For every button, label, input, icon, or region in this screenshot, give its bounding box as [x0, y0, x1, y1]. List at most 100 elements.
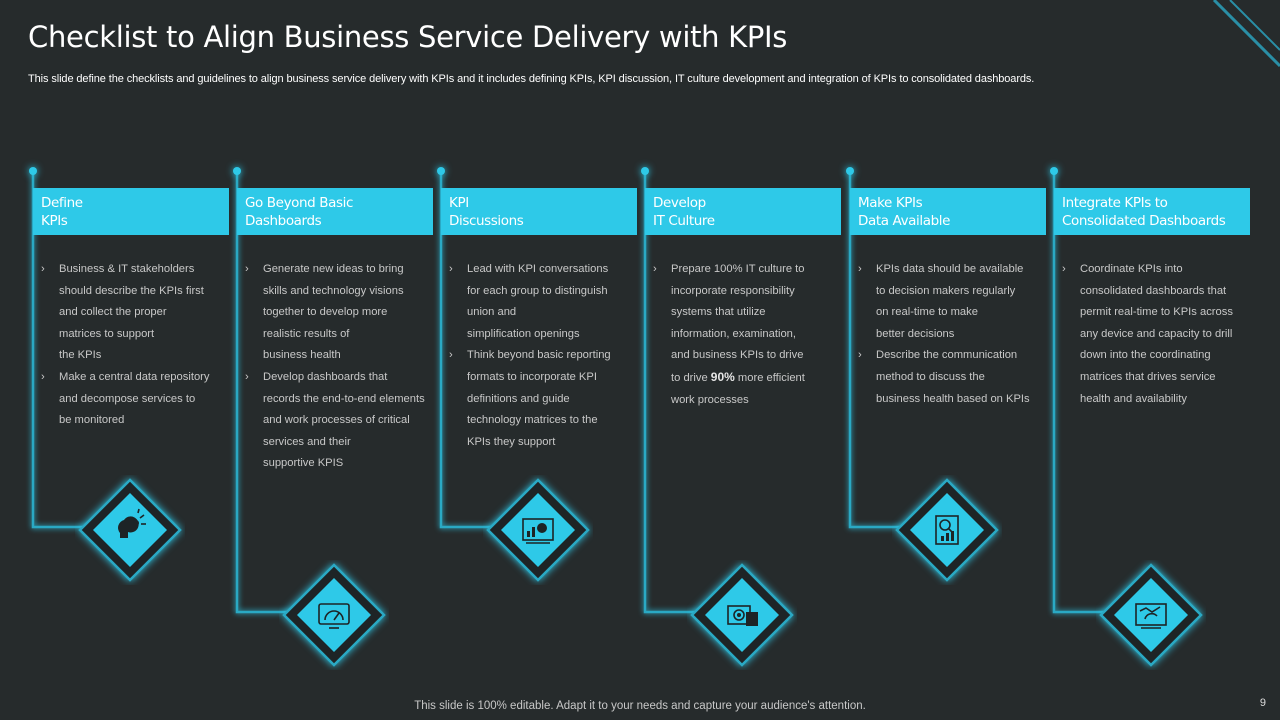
bullet-line: realistic results of — [263, 327, 350, 340]
highlight-suffix: more efficient — [734, 371, 805, 384]
highlight-value: 90% — [710, 369, 735, 384]
timeline-dot — [846, 167, 854, 175]
bullet-item: Generate new ideas to bring skills and te… — [243, 259, 425, 367]
bullet-line: Lead with KPI conversations — [467, 263, 609, 275]
step-header-line: Define — [41, 195, 83, 211]
bullet-line: be monitored — [59, 414, 125, 427]
timeline-dot — [641, 167, 649, 175]
bullet-line: permit real-time to KPIs across — [1080, 306, 1233, 319]
step-bullet-list: Business & IT stakeholders should describ… — [39, 259, 210, 432]
step-header-line: Integrate KPIs to — [1062, 195, 1168, 211]
bullet-line: formats to incorporate KPI — [467, 370, 597, 383]
bullet-line: matrices that drives service — [1080, 370, 1216, 383]
corner-decoration — [1212, 0, 1280, 68]
step-bullet-list: Generate new ideas to bring skills and te… — [243, 259, 425, 475]
step-header: KPI Discussions — [441, 188, 637, 235]
bullet-line: records the end-to-end elements — [263, 392, 425, 405]
step-header-line: Consolidated Dashboards — [1062, 213, 1226, 229]
bullet-item: Lead with KPI conversations for each grou… — [447, 259, 611, 345]
bullet-line: simplification openings — [467, 327, 580, 340]
bullet-item: Prepare 100% IT culture to incorporate re… — [651, 259, 805, 411]
bullet-line: definitions and guide — [467, 392, 570, 405]
bullet-item: Make a central data repository and decomp… — [39, 367, 210, 432]
bullet-line: KPIs they support — [467, 435, 556, 448]
step-header: Integrate KPIs to Consolidated Dashboards — [1054, 188, 1250, 235]
bullet-item: Think beyond basic reporting formats to i… — [447, 345, 611, 453]
step-header-line: KPI — [449, 195, 469, 211]
step-header-line: KPIs — [41, 213, 68, 229]
bullet-line: Make a central data repository — [59, 370, 210, 383]
bullet-line: supportive KPIS — [263, 457, 344, 470]
step-header-line: Data Available — [858, 213, 951, 229]
timeline-dot — [1050, 167, 1058, 175]
bullet-line: and decompose services to — [59, 392, 196, 405]
bullet-line: Generate new ideas to bring — [263, 263, 404, 275]
bullet-line: union and — [467, 306, 517, 319]
bullet-line: skills and technology visions — [263, 284, 404, 297]
bullet-line: Describe the communication — [876, 349, 1018, 362]
bullet-line: any device and capacity to drill — [1080, 327, 1233, 340]
bullet-line: services and their — [263, 435, 351, 448]
timeline-dot — [233, 167, 241, 175]
bullet-line: business health — [263, 349, 341, 362]
bullet-line: work processes — [671, 393, 749, 406]
footer-note: This slide is 100% editable. Adapt it to… — [414, 700, 866, 712]
slide-subtitle: This slide define the checklists and gui… — [28, 73, 1035, 85]
bullet-line: information, examination, — [671, 327, 796, 340]
bullet-item: KPIs data should be available to decision… — [856, 259, 1030, 345]
bullet-line: on real-time to make — [876, 306, 978, 319]
step-header-line: Dashboards — [245, 213, 322, 229]
step-header-line: Go Beyond Basic — [245, 195, 353, 211]
bullet-line: matrices to support — [59, 327, 155, 340]
bullet-line: Develop dashboards that — [263, 370, 388, 383]
step-header-line: Make KPIs — [858, 195, 923, 211]
bullet-line: technology matrices to the — [467, 414, 598, 427]
bullet-line: Business & IT stakeholders — [59, 263, 195, 275]
bullet-item: Business & IT stakeholders should describ… — [39, 259, 210, 367]
bullet-line: better decisions — [876, 327, 955, 340]
step-bullet-list: Lead with KPI conversations for each grou… — [447, 259, 611, 453]
bullet-line: method to discuss the — [876, 370, 985, 383]
bullet-item: Develop dashboards that records the end-t… — [243, 367, 425, 475]
step-header: Develop IT Culture — [645, 188, 841, 235]
step-header-line: Discussions — [449, 213, 524, 229]
step-header-line: Develop — [653, 195, 706, 211]
idea-profile-icon — [78, 478, 182, 582]
dashboard-board-icon — [1099, 563, 1203, 667]
timeline-dot — [29, 167, 37, 175]
bullet-line: Think beyond basic reporting — [467, 349, 611, 362]
culture-settings-icon — [690, 563, 794, 667]
bullet-line: and work processes of critical — [263, 414, 410, 427]
step-bullet-list: Prepare 100% IT culture to incorporate re… — [651, 259, 805, 411]
highlight-line: to drive 90% more efficient — [671, 367, 805, 390]
bullet-item: Describe the communication method to disc… — [856, 345, 1030, 410]
step-bullet-list: KPIs data should be available to decision… — [856, 259, 1030, 410]
bullet-line: should describe the KPIs first — [59, 284, 204, 297]
step-header-line: IT Culture — [653, 213, 715, 229]
highlight-prefix: to drive — [671, 371, 711, 384]
bullet-line: health and availability — [1080, 392, 1187, 405]
bullet-line: for each group to distinguish — [467, 284, 608, 297]
presentation-chart-icon — [486, 478, 590, 582]
timeline-dot — [437, 167, 445, 175]
bullet-line: incorporate responsibility — [671, 284, 795, 297]
bullet-line: Prepare 100% IT culture to — [671, 263, 805, 275]
bullet-line: KPIs data should be available — [876, 263, 1024, 275]
bullet-line: systems that utilize — [671, 306, 766, 319]
bullet-line: together to develop more — [263, 306, 388, 319]
analytics-report-icon — [895, 478, 999, 582]
dashboard-gauge-icon — [282, 563, 386, 667]
bullet-line: and collect the proper — [59, 306, 167, 319]
slide-title: Checklist to Align Business Service Deli… — [28, 20, 788, 54]
page-number: 9 — [1259, 697, 1266, 709]
bullet-line: business health based on KPIs — [876, 392, 1030, 405]
bullet-line: and business KPIs to drive — [671, 349, 804, 362]
bullet-line: Coordinate KPIs into — [1080, 263, 1183, 275]
bullet-line: down into the coordinating — [1080, 349, 1211, 362]
bullet-line: to decision makers regularly — [876, 284, 1016, 297]
